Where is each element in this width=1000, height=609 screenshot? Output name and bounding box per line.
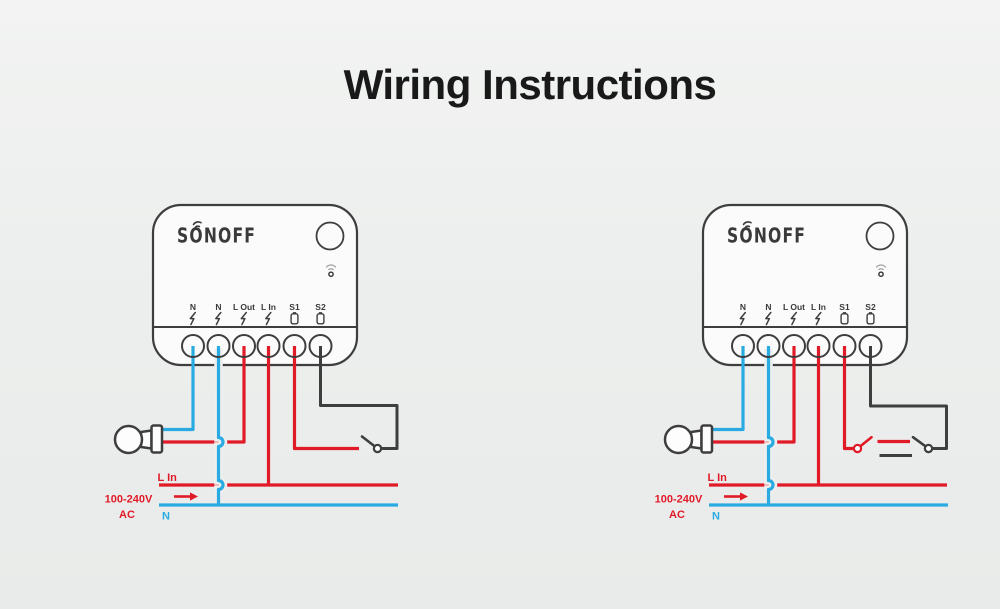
bulb-glass — [113, 424, 144, 455]
neutral-label: N — [712, 511, 720, 523]
battery-icon — [316, 312, 325, 325]
voltage-label: 100-240V — [105, 494, 153, 506]
bulb-glass — [663, 424, 694, 455]
logo-wifi-icon — [192, 221, 202, 229]
pairing-button — [315, 221, 345, 251]
s2-wire — [869, 346, 948, 450]
terminal-label-lout: L Out — [233, 302, 255, 312]
two-way-switch-a — [852, 435, 873, 454]
ac-label: AC — [669, 509, 685, 521]
terminal-label-s2: S2 — [865, 302, 876, 312]
neutral-wire-to-mains — [766, 346, 775, 505]
terminal-label-n1: N — [740, 302, 746, 312]
lightning-icon — [765, 311, 772, 326]
neutral-wire-to-mains — [216, 346, 225, 505]
s1-wire — [292, 346, 359, 451]
terminal-label-n2: N — [215, 302, 221, 312]
smart-switch-device: SONOFF N N L Out L In S1 S2 — [151, 203, 359, 367]
s1-wire — [842, 346, 854, 451]
light-bulb — [663, 424, 714, 455]
live-out-wire-to-bulb — [711, 346, 796, 444]
switch-pivot — [923, 443, 934, 454]
wifi-indicator-icon — [325, 264, 337, 271]
terminal-label-n2: N — [765, 302, 771, 312]
terminal-rings — [181, 334, 333, 358]
status-led — [878, 271, 884, 278]
current-direction-arrow — [174, 492, 198, 501]
battery-icon — [290, 312, 299, 325]
ac-label: AC — [119, 509, 135, 521]
wall-switch — [360, 435, 383, 454]
lightning-icon — [739, 311, 747, 326]
brand-logo: SONOFF — [177, 225, 256, 248]
neutral-wire-to-bulb — [712, 346, 745, 432]
light-bulb — [113, 424, 164, 455]
lightning-icon — [215, 311, 222, 326]
switch-pivot — [852, 443, 863, 454]
lightning-icon — [189, 311, 197, 326]
voltage-label: 100-240V — [655, 494, 703, 506]
terminal-label-lin: L In — [811, 302, 826, 312]
lightning-icon — [815, 311, 822, 326]
wifi-indicator-icon — [875, 264, 887, 271]
live-out-wire-to-bulb — [161, 346, 246, 444]
terminal-label-s1: S1 — [839, 302, 850, 312]
terminal-label-lin: L In — [261, 302, 276, 312]
neutral-wire-to-bulb — [162, 346, 195, 432]
s2-wire — [319, 346, 399, 450]
brand-logo: SONOFF — [727, 225, 806, 248]
terminal-label-lout: L Out — [783, 302, 805, 312]
terminal-rings — [731, 334, 883, 358]
device-body — [701, 203, 909, 367]
line-label: L In — [158, 472, 178, 484]
neutral-label: N — [162, 511, 170, 523]
logo-wifi-icon — [742, 221, 752, 229]
battery-icon — [840, 312, 849, 325]
battery-icon — [866, 312, 875, 325]
bulb-cap — [150, 424, 164, 454]
switch-pivot — [372, 443, 383, 454]
pairing-button — [865, 221, 895, 251]
page-title: Wiring Instructions — [343, 61, 717, 108]
terminal-label-n1: N — [190, 302, 196, 312]
terminal-label-s1: S1 — [289, 302, 300, 312]
device-body — [151, 203, 359, 367]
line-label: L In — [708, 472, 728, 484]
current-direction-arrow — [724, 492, 748, 501]
bulb-cap — [700, 424, 714, 454]
lightning-icon — [240, 311, 248, 326]
lightning-icon — [790, 311, 798, 326]
two-way-switch-b — [911, 435, 934, 454]
status-led — [328, 271, 334, 278]
wiring-single-switch: L In 100-240V AC N — [105, 346, 399, 523]
lightning-icon — [265, 311, 272, 326]
terminal-label-s2: S2 — [315, 302, 326, 312]
wiring-two-way-switch: L In 100-240V AC N — [655, 346, 948, 523]
